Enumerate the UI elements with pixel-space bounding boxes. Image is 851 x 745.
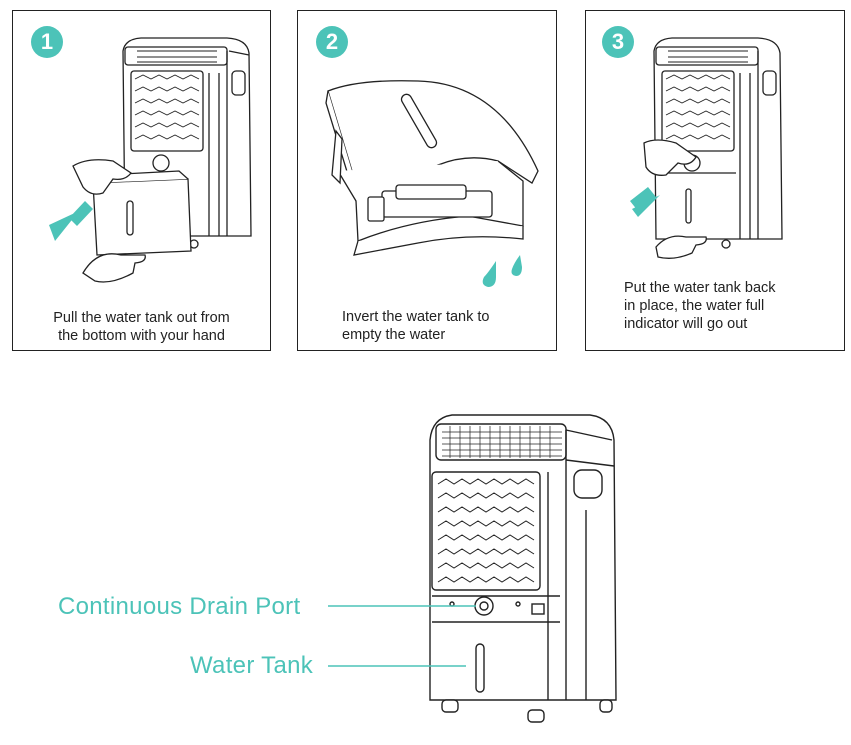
arrow-push-icon [630, 187, 660, 217]
drain-port-label: Continuous Drain Port [58, 593, 301, 620]
water-tank-window [475, 643, 485, 693]
step-1-badge: 1 [31, 26, 63, 58]
hand-icon [643, 139, 697, 176]
step-3-caption-line: indicator will go out [624, 316, 748, 332]
water-drop-icon [482, 261, 496, 287]
step-2-panel: 2 Invert the water tank to empty the wat… [297, 10, 557, 351]
water-tank-label: Water Tank [190, 652, 314, 679]
hand-icon [72, 159, 132, 195]
step-3-badge: 3 [602, 26, 634, 58]
dehumidifier-figure [328, 414, 617, 723]
step-1-caption-line: the bottom with your hand [58, 328, 225, 344]
step-3-caption-line: in place, the water full [624, 298, 765, 314]
step-3-caption: Put the water tank back in place, the wa… [624, 279, 776, 333]
step-2-caption-line: Invert the water tank to [342, 309, 490, 325]
step-1-caption: Pull the water tank out from the bottom … [13, 309, 270, 345]
step-2-illustration [325, 80, 539, 287]
step-3-panel: 3 Put the [585, 10, 845, 351]
arrow-pull-icon [49, 201, 93, 241]
step-1-illustration [49, 37, 252, 283]
step-2-badge: 2 [316, 26, 348, 58]
step-1-panel: 1 [12, 10, 271, 351]
hand-icon [655, 235, 707, 259]
step-3-caption-line: Put the water tank back [624, 280, 776, 296]
step-2-caption-line: empty the water [342, 327, 446, 343]
step-2-caption: Invert the water tank to empty the water [342, 308, 490, 344]
step-3-illustration [630, 37, 783, 259]
step-1-caption-line: Pull the water tank out from [53, 310, 230, 326]
water-drop-icon [511, 255, 522, 276]
hand-icon [82, 253, 146, 283]
